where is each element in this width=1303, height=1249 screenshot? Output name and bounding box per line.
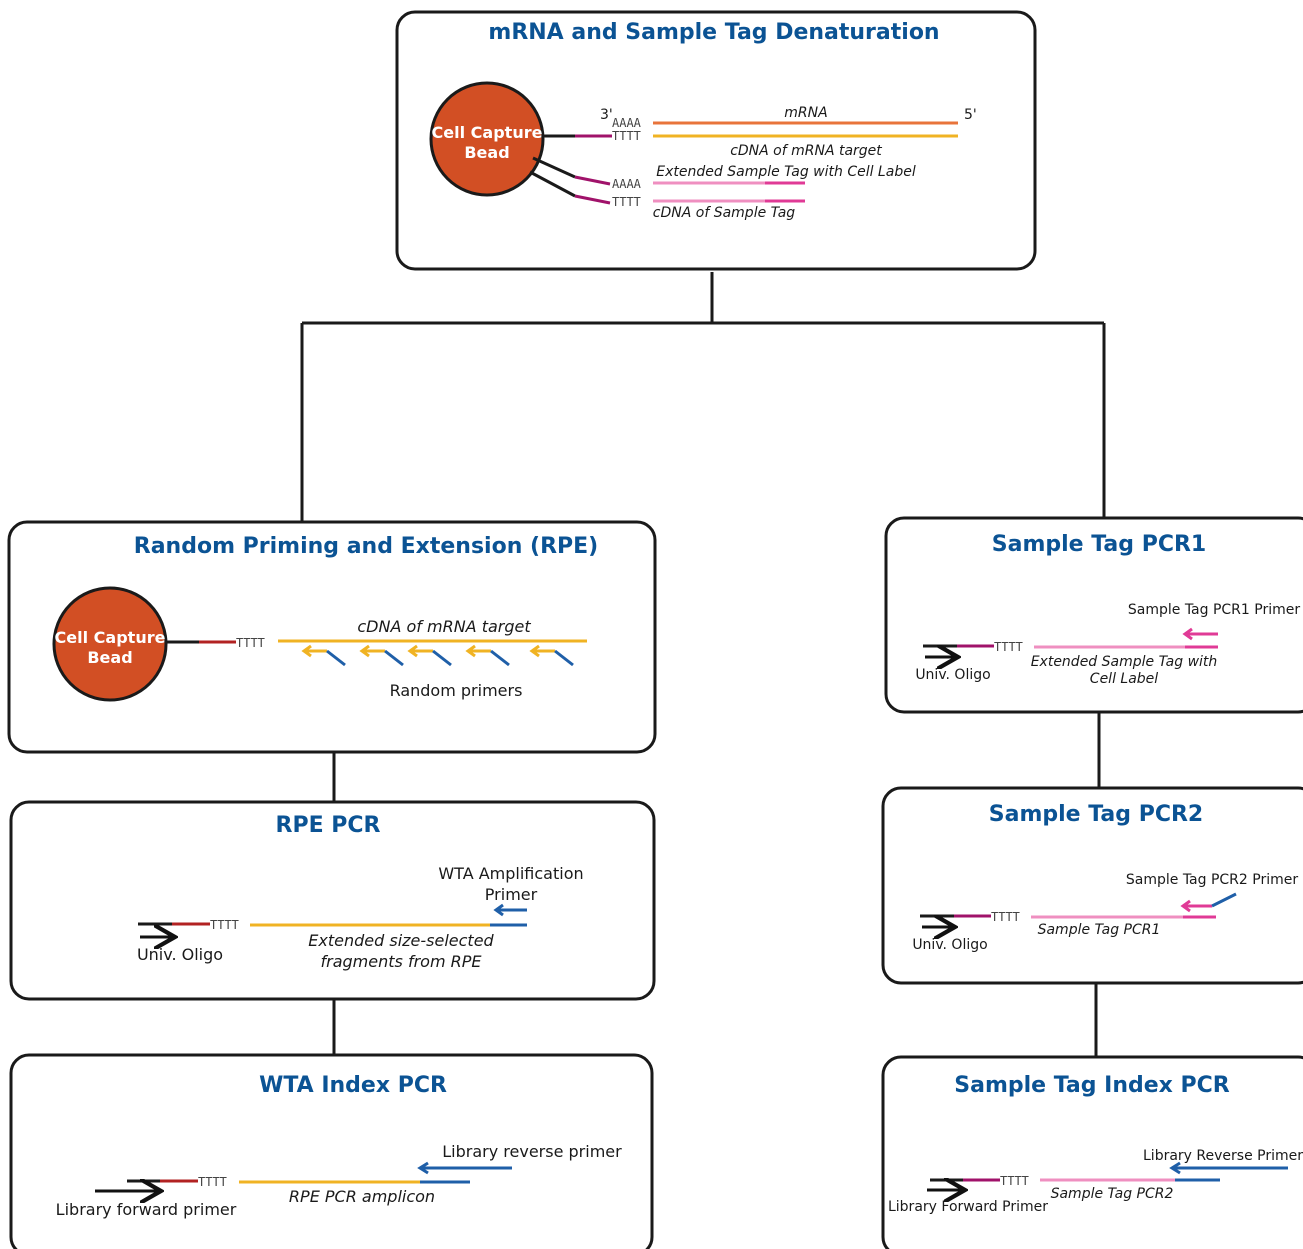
rpe-seq: TTTT (236, 636, 265, 650)
denaturation-panel: mRNA and Sample Tag Denaturation Cell Ca… (395, 10, 1037, 271)
connectors (300, 272, 1106, 1057)
three-prime-label: 3' (600, 107, 613, 123)
random-primer-arrowhead-2 (359, 644, 370, 658)
random-primer-tail-3 (432, 649, 452, 667)
pcr1-primer-label: Sample Tag PCR1 Primer (1128, 602, 1300, 618)
library-forward-label: Library forward primer (56, 1200, 237, 1219)
random-primer-tail-2 (384, 649, 404, 667)
rpepcr-seq: TTTT (210, 918, 239, 932)
ext-sample-tag-label: Extended Sample Tag with Cell Label (656, 164, 916, 180)
rpe-pcr-title: RPE PCR (276, 813, 381, 838)
sample-tag-pcr2-panel: Sample Tag PCR2 Sample Tag PCR2 Primer T… (881, 786, 1303, 985)
wta-index-title: WTA Index PCR (259, 1073, 447, 1098)
wta-primer-arrowhead (493, 903, 504, 917)
wta-primer-label-line1: WTA Amplification (438, 864, 583, 883)
rpe-panel: Random Priming and Extension (RPE) Cell … (7, 520, 657, 754)
denaturation-box (395, 10, 1037, 271)
sample-tag-pcr1-panel: Sample Tag PCR1 Sample Tag PCR1 Primer T… (884, 516, 1303, 714)
sample-tag-pcr1-box (884, 516, 1303, 714)
wta-seq: TTTT (198, 1175, 227, 1189)
bead-oligo-segment-2 (574, 175, 611, 186)
univ-oligo-label: Univ. Oligo (137, 945, 223, 964)
pcr1-ext-label-line2: Cell Label (1090, 671, 1158, 687)
pcr2-seq: TTTT (991, 910, 1020, 924)
rpe-cell-capture-bead (52, 586, 168, 702)
rpe-cdna-label: cDNA of mRNA target (357, 617, 531, 636)
bead-label-line1: Cell Capture (432, 123, 543, 142)
cell-capture-bead (429, 81, 545, 197)
denaturation-title: mRNA and Sample Tag Denaturation (488, 20, 939, 45)
random-primer-tail-5 (554, 649, 574, 667)
mrna-label: mRNA (784, 105, 827, 121)
rpe-bead-label-line2: Bead (87, 648, 132, 667)
pcr1-seq: TTTT (994, 640, 1023, 654)
random-primer-arrowhead-1 (301, 644, 312, 658)
wta-index-panel: WTA Index PCR Library reverse primer TTT… (9, 1053, 654, 1249)
sample-tag-pcr1-title: Sample Tag PCR1 (992, 532, 1206, 557)
wta-primer-label-line2: Primer (485, 885, 538, 904)
seq-tttt-1: TTTT (612, 129, 641, 143)
rpe-bead-label-line1: Cell Capture (55, 628, 166, 647)
pcr2-primer-arrowhead (1180, 899, 1191, 913)
random-primer-tail-1 (326, 649, 346, 667)
sample-tag-pcr2-box (881, 786, 1303, 985)
pcr1-ext-label-line1: Extended Sample Tag with (1031, 654, 1218, 670)
random-primer-tail-4 (490, 649, 510, 667)
random-primer-arrowhead-3 (407, 644, 418, 658)
wta-index-box (9, 1053, 654, 1249)
st-index-tag-label: Sample Tag PCR2 (1051, 1186, 1174, 1202)
fragments-label-line1: Extended size-selected (308, 931, 494, 950)
bead-linker-3 (529, 170, 576, 198)
pcr1-univ-label: Univ. Oligo (915, 667, 990, 683)
bead-linker-2 (532, 156, 576, 179)
sample-tag-pcr2-title: Sample Tag PCR2 (989, 802, 1203, 827)
sample-tag-index-box (881, 1055, 1303, 1249)
seq-aaaa-1: AAAA (612, 116, 642, 130)
random-primer-arrowhead-4 (465, 644, 476, 658)
fragments-label-line2: fragments from RPE (321, 952, 483, 971)
sample-tag-index-title: Sample Tag Index PCR (954, 1073, 1230, 1098)
five-prime-label: 5' (964, 107, 977, 123)
seq-aaaa-2: AAAA (612, 177, 642, 191)
bead-label-line2: Bead (464, 143, 509, 162)
library-reverse-arrowhead (417, 1161, 429, 1175)
pcr2-primer-tail (1211, 892, 1237, 908)
rpe-box (7, 520, 657, 754)
random-primers (301, 644, 574, 667)
pcr1-primer-arrowhead (1182, 627, 1193, 641)
cdna-label: cDNA of mRNA target (730, 143, 882, 159)
library-reverse-label: Library reverse primer (442, 1142, 622, 1161)
cdna-sample-tag-label: cDNA of Sample Tag (653, 205, 796, 221)
st-library-forward-label: Library Forward Primer (888, 1199, 1048, 1215)
st-index-seq: TTTT (1000, 1174, 1029, 1188)
pcr2-univ-label: Univ. Oligo (912, 937, 987, 953)
rpe-pcr-panel: RPE PCR WTA Amplification Primer TTTT Un… (9, 800, 656, 1001)
random-primer-arrowhead-5 (529, 644, 540, 658)
seq-tttt-2: TTTT (612, 195, 641, 209)
st-library-reverse-arrowhead (1169, 1161, 1181, 1175)
rpe-title: Random Priming and Extension (RPE) (134, 534, 598, 559)
st-library-reverse-label: Library Reverse Primer (1143, 1148, 1303, 1164)
sample-tag-index-panel: Sample Tag Index PCR Library Reverse Pri… (881, 1055, 1303, 1249)
random-primers-label: Random primers (390, 681, 523, 700)
bead-oligo-segment-3 (574, 194, 611, 205)
rpe-pcr-box (9, 800, 656, 1001)
pcr2-tag-label: Sample Tag PCR1 (1038, 922, 1161, 938)
pcr2-primer-label: Sample Tag PCR2 Primer (1126, 872, 1298, 888)
rpe-pcr-amplicon-label: RPE PCR amplicon (289, 1187, 435, 1206)
